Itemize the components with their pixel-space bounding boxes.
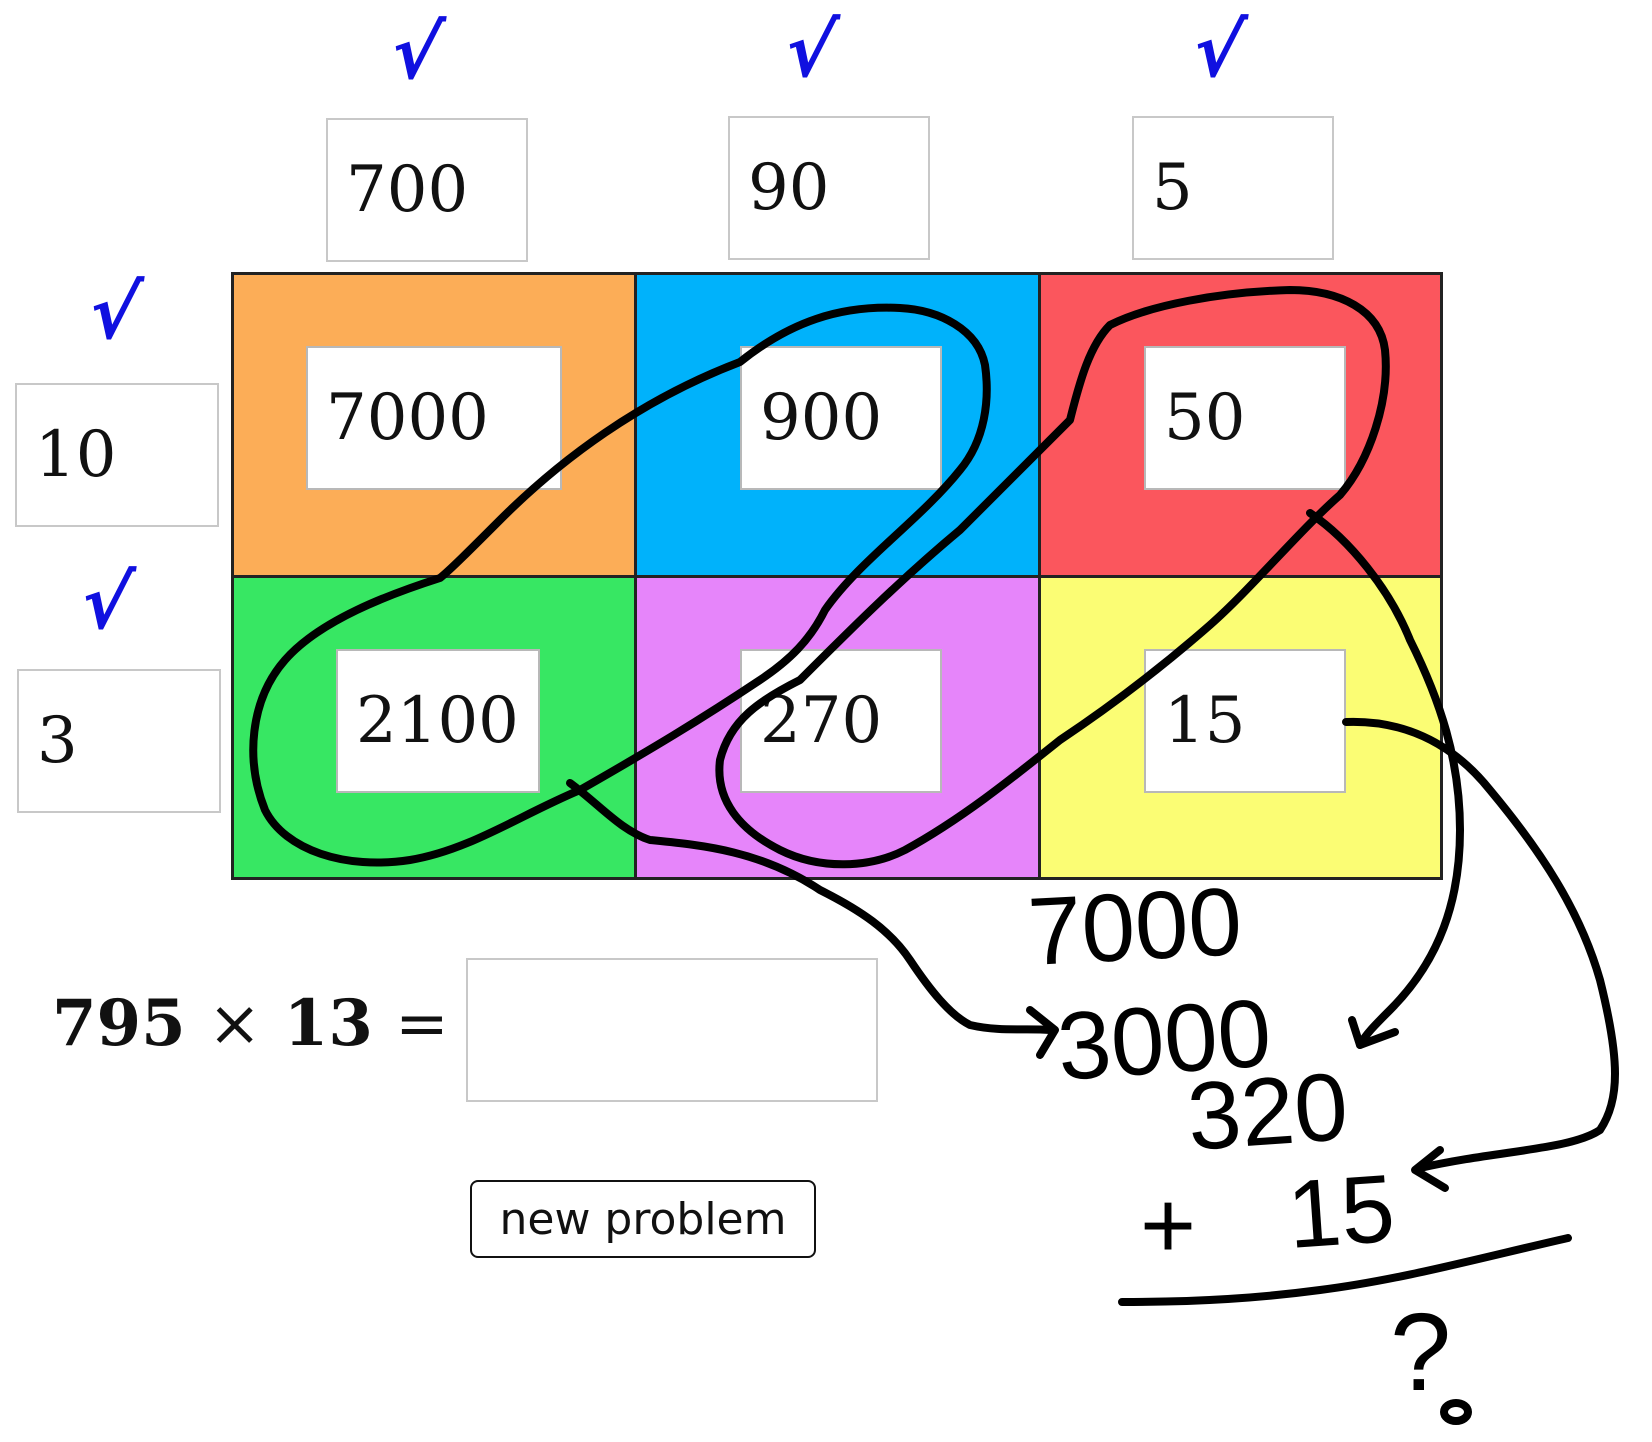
ink-question-dot	[1440, 1399, 1472, 1425]
ink-arrowhead-1	[1026, 1006, 1059, 1059]
check-icon-left-1: √	[83, 270, 146, 356]
handwritten-3000: 3000	[1054, 979, 1275, 1101]
left-factor-input-1[interactable]	[15, 383, 219, 527]
equation-factor-b: 13	[283, 986, 373, 1061]
ink-arrowhead-2	[1348, 1016, 1399, 1049]
top-factor-input-2[interactable]	[728, 116, 930, 260]
answer-input[interactable]	[466, 958, 878, 1102]
check-icon-top-3: √	[1187, 8, 1250, 94]
ink-sum-line	[1118, 1234, 1572, 1306]
new-problem-button[interactable]: new problem	[470, 1180, 816, 1258]
times-symbol: ×	[207, 987, 262, 1061]
equation-factor-a: 795	[52, 986, 186, 1061]
left-factor-input-2[interactable]	[17, 669, 221, 813]
check-icon-top-2: √	[779, 8, 842, 94]
handwritten-plus: +	[1140, 1172, 1196, 1279]
cell-product-input-6[interactable]	[1144, 649, 1346, 793]
top-factor-input-3[interactable]	[1132, 116, 1334, 260]
cell-product-input-5[interactable]	[740, 649, 942, 793]
cell-product-input-2[interactable]	[740, 346, 942, 490]
cell-product-input-4[interactable]	[336, 649, 540, 793]
ink-arrowhead-3	[1411, 1146, 1449, 1192]
check-icon-left-2: √	[75, 560, 138, 646]
equals-symbol: =	[395, 987, 449, 1061]
handwritten-7000: 7000	[1025, 868, 1244, 986]
handwritten-question: ?	[1390, 1291, 1451, 1414]
cell-product-input-3[interactable]	[1144, 346, 1346, 490]
top-factor-input-1[interactable]	[326, 118, 528, 262]
cell-product-input-1[interactable]	[306, 346, 562, 490]
equation-label: 795 × 13 =	[52, 986, 449, 1061]
handwritten-320: 320	[1184, 1053, 1351, 1171]
check-icon-top-1: √	[385, 10, 448, 96]
handwritten-15: 15	[1284, 1155, 1398, 1269]
